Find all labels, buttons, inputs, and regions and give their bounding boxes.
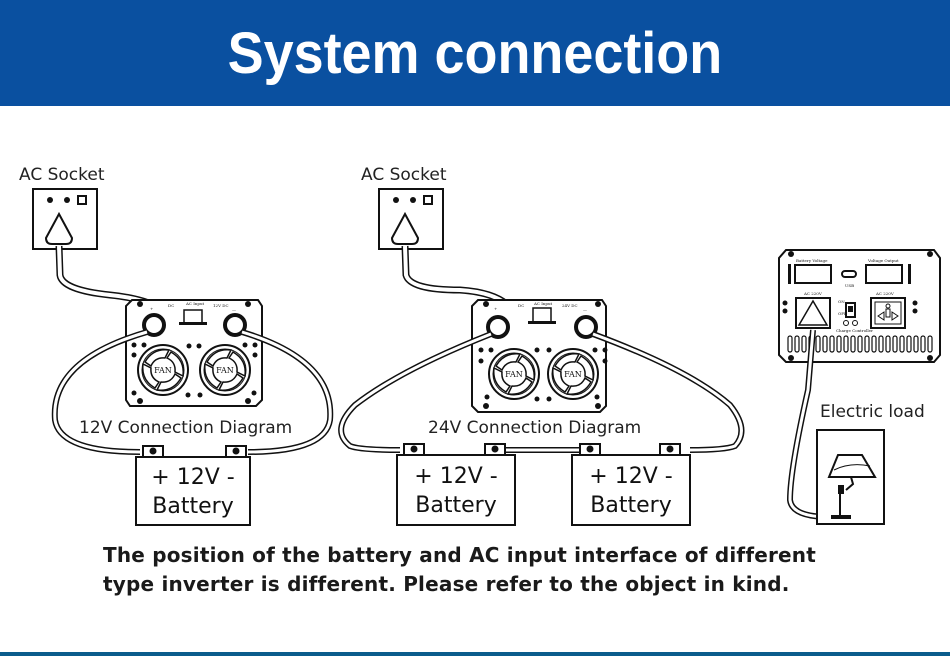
dc-label: DC (518, 303, 524, 308)
diagram-24v: AC Socket + — DC AC Input 24V DC (338, 165, 745, 526)
plus-mark: + (150, 306, 153, 311)
minus-mark: — (232, 307, 236, 312)
inverter-front-panel: Battery Voltage Voltage Output USB AC 22… (778, 249, 941, 363)
note-line-2: type inverter is different. Please refer… (103, 572, 790, 596)
inverter-12v: + — DC AC Input 12V DC FAN FAN (125, 299, 263, 407)
battery-label: Battery (152, 494, 233, 519)
note-text: The position of the battery and AC input… (103, 541, 816, 599)
voltage-dc-label: 12V DC (213, 303, 229, 308)
battery-12v: + 12V - Battery (135, 445, 251, 526)
battery-12v-a: + 12V - Battery (396, 443, 516, 526)
ac-out-label: AC 220V (875, 291, 894, 296)
minus-mark: — (583, 307, 587, 312)
ac-socket-label: AC Socket (361, 165, 447, 185)
battery-polarity: + 12V - (151, 465, 234, 490)
diagram-12v: AC Socket + — DC AC Input 12V DC (19, 165, 334, 526)
battery-voltage-label: Battery Voltage (796, 258, 828, 263)
header-banner: System connection (0, 0, 950, 106)
voltage-output-display (865, 264, 903, 284)
battery-voltage-display (794, 264, 832, 284)
note-line-1: The position of the battery and AC input… (103, 543, 817, 567)
battery-cables (51, 329, 334, 455)
diagram-caption: 12V Connection Diagram (79, 418, 292, 438)
plus-mark: + (494, 306, 497, 311)
battery-label: Battery (415, 493, 496, 518)
battery-12v-b: + 12V - Battery (571, 443, 691, 526)
on-label: ON (838, 299, 845, 304)
negative-terminal (574, 315, 598, 339)
battery-polarity: + 12V - (589, 464, 672, 489)
fan-label: FAN (216, 366, 234, 375)
ac-socket-icon (378, 188, 444, 250)
ac-input-label: AC Input (533, 301, 553, 306)
ac-socket-label: AC Socket (19, 165, 105, 185)
fan-label: FAN (505, 370, 523, 379)
off-label: OFF (838, 311, 847, 316)
dc-label: DC (168, 303, 174, 308)
page-title: System connection (227, 20, 723, 86)
positive-terminal (486, 315, 510, 339)
ac-input-label: AC Input (185, 301, 205, 306)
voltage-output-label: Voltage Output (867, 258, 899, 263)
ac-in-label: AC 220V (803, 291, 822, 296)
inverter-24v: + — DC AC Input 24V DC FAN FAN (471, 299, 608, 413)
positive-terminal (142, 313, 166, 337)
fan-label: FAN (154, 366, 172, 375)
usb-label: USB (845, 283, 854, 288)
battery-polarity: + 12V - (414, 464, 497, 489)
battery-cables (338, 331, 745, 453)
fan-label: FAN (564, 370, 582, 379)
negative-terminal (223, 313, 247, 337)
switch-label: Charge Controller (836, 328, 873, 333)
lamp-icon (816, 429, 885, 525)
diagram-load: Battery Voltage Voltage Output USB AC 22… (778, 249, 941, 525)
electric-load-label: Electric load (820, 402, 925, 422)
battery-label: Battery (590, 493, 671, 518)
footer-bar (0, 652, 950, 656)
diagram-caption: 24V Connection Diagram (428, 418, 641, 438)
ac-socket-icon (32, 188, 98, 250)
voltage-dc-label: 24V DC (562, 303, 578, 308)
usb-port-icon (841, 270, 857, 278)
